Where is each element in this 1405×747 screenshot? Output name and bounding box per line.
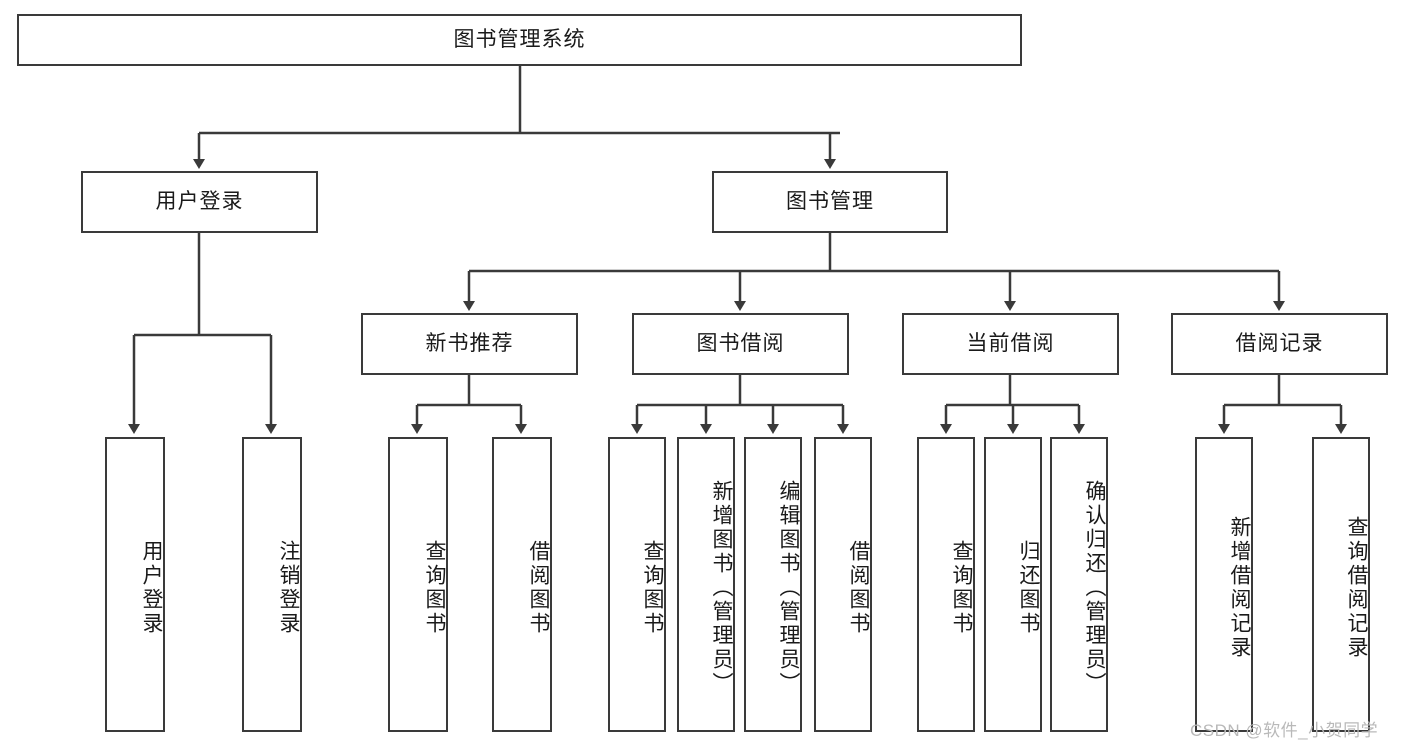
node-current-borrow[interactable]: 当前借阅 [902,313,1119,375]
node-book-borrow-label: 图书借阅 [696,332,785,356]
node-book-manage[interactable]: 图书管理 [712,171,948,233]
node-leaf-cb-query-book[interactable]: 查询图书 [917,437,975,732]
node-book-manage-label: 图书管理 [786,190,874,214]
node-leaf-bb-add-book-label: 新增图书（管理员） [710,479,733,696]
node-leaf-bb-edit-book[interactable]: 编辑图书（管理员） [744,437,802,732]
node-root-system-label: 图书管理系统 [453,28,586,52]
node-leaf-nb-borrow-book-label: 借阅图书 [527,539,550,636]
node-new-book-recommend-label: 新书推荐 [425,332,514,356]
node-leaf-nb-query-book[interactable]: 查询图书 [388,437,448,732]
node-user-login-label: 用户登录 [155,190,244,214]
node-borrow-record[interactable]: 借阅记录 [1171,313,1388,375]
node-leaf-bb-borrow-book-label: 借阅图书 [847,539,870,636]
node-leaf-bb-query-book-label: 查询图书 [641,539,664,636]
node-book-borrow[interactable]: 图书借阅 [632,313,849,375]
node-leaf-bb-edit-book-label: 编辑图书（管理员） [777,479,800,696]
node-root-system[interactable]: 图书管理系统 [17,14,1022,66]
node-leaf-bb-add-book[interactable]: 新增图书（管理员） [677,437,735,732]
node-leaf-user-login-label: 用户登录 [140,539,163,636]
node-leaf-cb-return-book[interactable]: 归还图书 [984,437,1042,732]
node-current-borrow-label: 当前借阅 [966,332,1055,356]
node-new-book-recommend[interactable]: 新书推荐 [361,313,578,375]
node-leaf-br-add-record[interactable]: 新增借阅记录 [1195,437,1253,732]
node-borrow-record-label: 借阅记录 [1235,332,1324,356]
node-leaf-cb-return-book-label: 归还图书 [1017,539,1040,636]
node-leaf-br-query-record-label: 查询借阅记录 [1345,515,1368,660]
node-leaf-user-login[interactable]: 用户登录 [105,437,165,732]
node-leaf-nb-query-book-label: 查询图书 [423,539,446,636]
csdn-watermark: CSDN @软件_小贺同学 [1190,721,1379,740]
node-leaf-br-add-record-label: 新增借阅记录 [1228,515,1251,660]
node-leaf-logout[interactable]: 注销登录 [242,437,302,732]
node-leaf-nb-borrow-book[interactable]: 借阅图书 [492,437,552,732]
node-leaf-bb-borrow-book[interactable]: 借阅图书 [814,437,872,732]
node-leaf-cb-confirm-return-label: 确认归还（管理员） [1083,479,1106,696]
node-leaf-br-query-record[interactable]: 查询借阅记录 [1312,437,1370,732]
node-leaf-bb-query-book[interactable]: 查询图书 [608,437,666,732]
node-leaf-cb-query-book-label: 查询图书 [950,539,973,636]
node-leaf-logout-label: 注销登录 [277,539,300,636]
node-leaf-cb-confirm-return[interactable]: 确认归还（管理员） [1050,437,1108,732]
node-user-login[interactable]: 用户登录 [81,171,318,233]
